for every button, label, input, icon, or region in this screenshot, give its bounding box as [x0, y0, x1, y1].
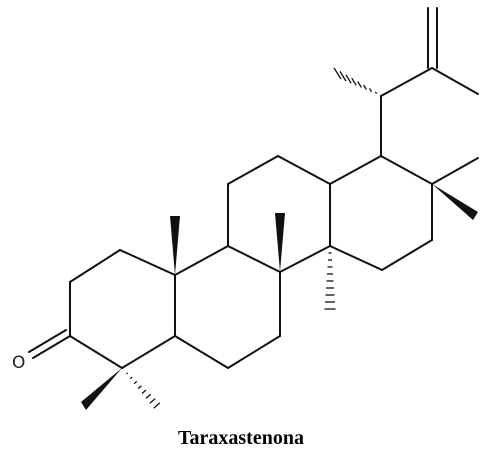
compound-name-caption: Taraxastenona [178, 427, 304, 449]
ring-e [380, 67, 479, 185]
ketone-group: O [12, 329, 71, 373]
hash-methyl-c4 [125, 372, 161, 409]
wedge-methyl-c17 [432, 184, 478, 220]
ring-d [329, 155, 433, 271]
wedge-methyl-c10 [170, 216, 180, 275]
ring-b [174, 245, 281, 369]
wedge-methyl-c8 [275, 213, 285, 272]
wedge-methyl-c4 [81, 368, 122, 410]
oxygen-atom-label: O [12, 353, 25, 373]
hash-methyl-c20 [333, 67, 378, 95]
hash-methyl-c14 [324, 252, 336, 310]
exocyclic-methylene [427, 7, 438, 69]
ring-c [227, 155, 331, 273]
ring-a [69, 249, 176, 369]
